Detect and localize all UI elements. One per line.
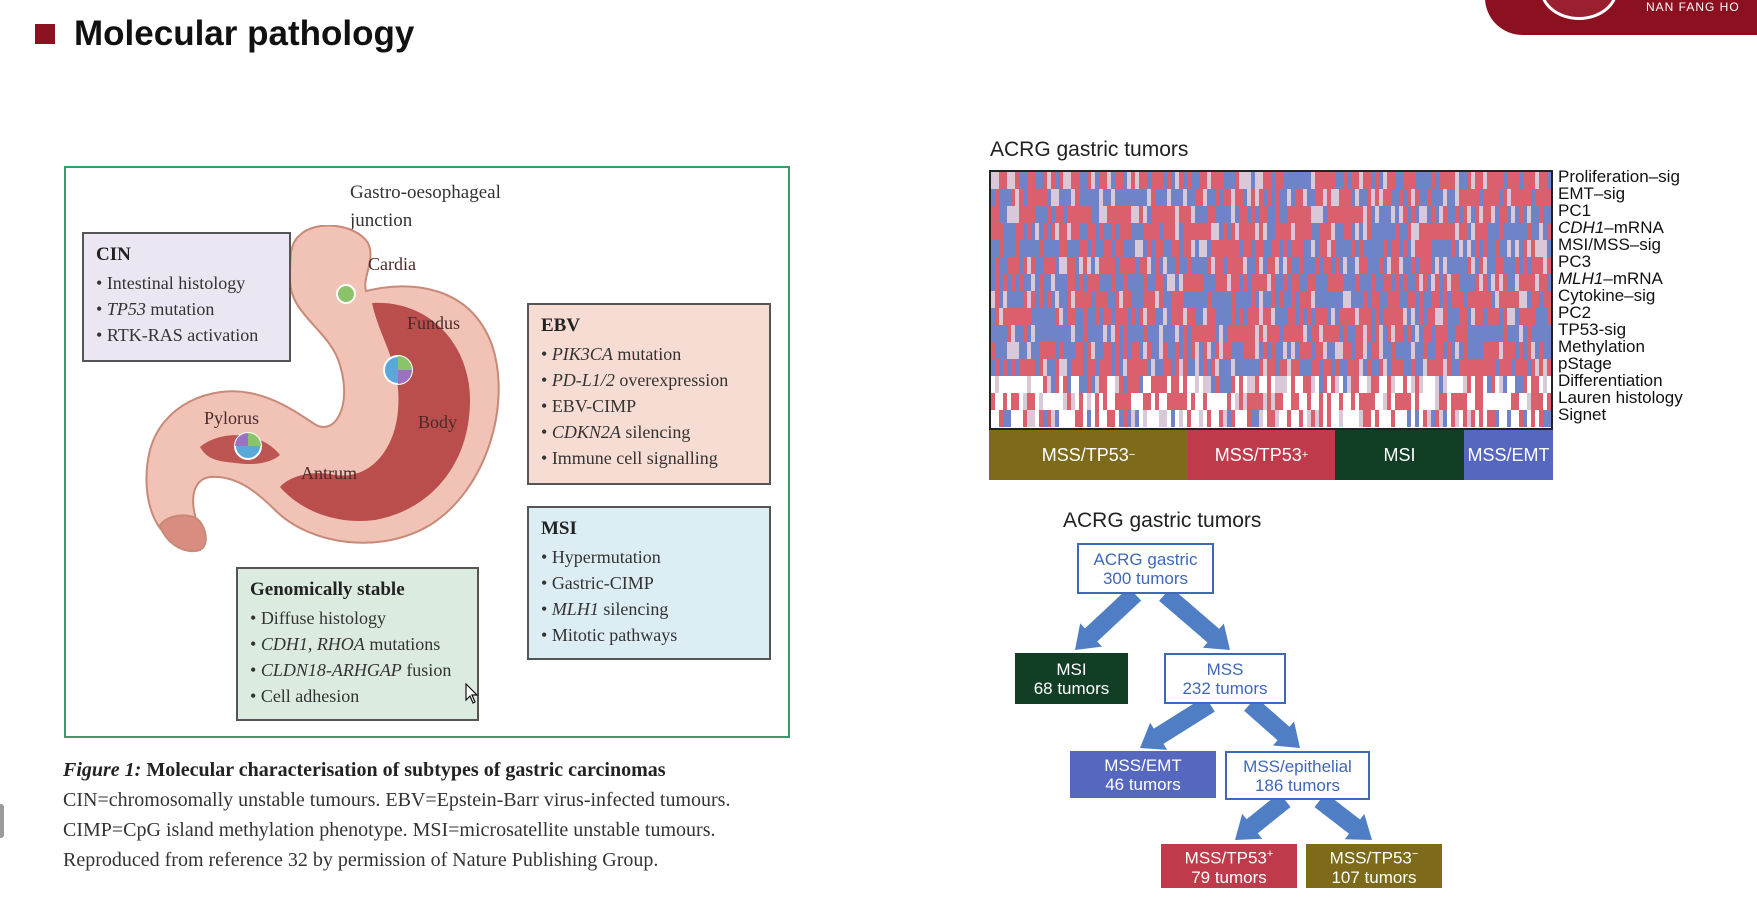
ebv-item: PIK3CA mutation [541,341,757,367]
heatmap-row-label: Lauren histology [1558,388,1683,407]
caption-heading: Molecular characterisation of subtypes o… [141,759,666,781]
heatmap-row-label: CDH1–mRNA [1558,218,1664,237]
heatmap-row [991,308,1551,325]
heatmap-row [991,359,1551,376]
cin-item: RTK-RAS activation [96,322,277,348]
heatmap-row-label: PC2 [1558,303,1592,322]
fundus-label: Fundus [407,313,461,333]
tree-arrow [1235,792,1291,840]
ebv-item: EBV-CIMP [541,393,757,419]
heatmap-row-label: PC3 [1558,252,1592,271]
tree-title: ACRG gastric tumors [1063,509,1262,532]
heatmap-row-label: MLH1–mRNA [1558,269,1663,288]
ebv-item: PD-L1/2 overexpression [541,367,757,393]
cin-box: CIN Intestinal histology TP53 mutation R… [82,232,291,362]
heatmap-row [991,240,1551,257]
gs-title: Genomically stable [250,579,405,600]
heatmap-row-label: Signet [1558,405,1607,424]
msi-item: Hypermutation [541,544,757,570]
stomach-illustration [145,225,500,553]
heatmap-row [991,291,1551,308]
tree-arrow [1314,792,1372,840]
gs-item: CDH1, RHOA mutations [250,631,465,657]
slide-title: Molecular pathology [74,14,415,53]
heatmap-title: ACRG gastric tumors [990,138,1189,161]
body-label: Body [418,412,458,432]
cin-item: TP53 mutation [96,296,277,322]
msi-item: MLH1 silencing [541,596,757,622]
heatmap-row [991,206,1551,223]
heatmap-row [991,189,1551,206]
ebv-box: EBV PIK3CA mutation PD-L1/2 overexpressi… [527,303,771,485]
antrum-label: Antrum [301,463,357,483]
heatmap-row-label: TP53-sig [1558,320,1627,339]
caption-figure-number: Figure 1: [63,759,142,781]
subtype-mss-tp53-neg: MSS/TP53− [989,430,1188,480]
tree-arrow [1159,587,1230,650]
cardia-label: Cardia [368,254,416,274]
gs-item: Diffuse histology [250,605,465,631]
heatmap-row-label: pStage [1558,354,1612,373]
acrg-heatmap [989,170,1553,430]
msi-box: MSI Hypermutation Gastric-CIMP MLH1 sile… [527,506,771,660]
heatmap-row-label: EMT–sig [1558,184,1626,203]
heatmap-row [991,172,1551,189]
heatmap-row-label: Cytokine–sig [1558,286,1656,305]
msi-item: Gastric-CIMP [541,570,757,596]
mss-tp53-neg-node: MSS/TP53−107 tumors [1306,844,1442,888]
genomically-stable-box: Genomically stable Diffuse histology CDH… [236,567,479,721]
ebv-item: Immune cell signalling [541,445,757,471]
ebv-title: EBV [541,315,581,336]
msi-item: Mitotic pathways [541,622,757,648]
heatmap-row [991,393,1551,410]
subtype-msi: MSI [1335,430,1464,480]
caption-body: CIN=chromosomally unstable tumours. EBV=… [63,789,731,871]
cin-title: CIN [96,244,131,265]
ebv-item: CDKN2A silencing [541,419,757,445]
gs-item: CLDN18-ARHGAP fusion [250,657,465,683]
gs-item: Cell adhesion [250,683,465,709]
mouse-cursor-icon [465,683,479,704]
heatmap-row [991,257,1551,274]
pylorus-label: Pylorus [204,408,260,428]
heatmap-row-label: Methylation [1558,337,1645,356]
heatmap-row [991,274,1551,291]
tree-arrow [1075,587,1142,650]
logo-banner [1485,0,1757,35]
cardia-marker [336,284,356,304]
subtype-mss-tp53-pos: MSS/TP53+ [1188,430,1335,480]
junction-label: Gastro-oesophageal junction [350,182,501,231]
heatmap-row-label: Proliferation–sig [1558,167,1680,186]
side-panel-handle[interactable] [0,804,4,838]
heatmap-row [991,376,1551,393]
subtype-mss-emt: MSS/EMT [1464,430,1553,480]
tree-arrow [1140,696,1215,750]
cin-item: Intestinal histology [96,270,277,296]
figure-caption: Figure 1: Molecular characterisation of … [63,755,793,875]
tree-arrow [1244,697,1300,748]
heatmap-row [991,325,1551,342]
heatmap-row [991,342,1551,359]
tree-arrows [1075,587,1372,840]
mss-tp53-pos-node: MSS/TP53+79 tumors [1161,844,1297,888]
msi-title: MSI [541,518,577,539]
title-bullet [35,24,55,44]
heatmap-row-label: PC1 [1558,201,1592,220]
heatmap-row-label: MSI/MSS–sig [1558,235,1661,254]
logo-text: NAN FANG HO [1646,0,1740,14]
heatmap-row [991,410,1551,427]
heatmap-row [991,223,1551,240]
heatmap-row-label: Differentiation [1558,371,1663,390]
